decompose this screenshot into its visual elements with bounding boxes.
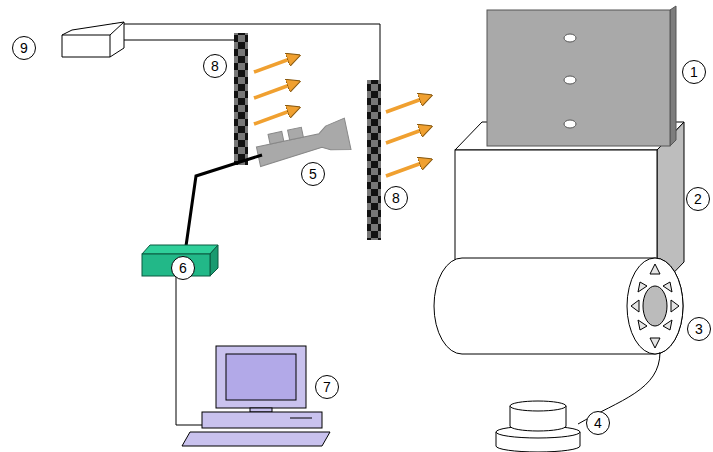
computer — [182, 346, 330, 446]
data-cable — [176, 276, 204, 425]
callout-text: 8 — [392, 191, 400, 205]
callout-number: 2 — [686, 187, 710, 211]
callout-number: 8 — [203, 54, 227, 78]
callout-number: 4 — [586, 411, 610, 435]
callout-text: 8 — [211, 59, 219, 73]
callout-text: 6 — [179, 261, 187, 275]
callout-number: 1 — [682, 60, 706, 84]
light-arrows — [254, 56, 430, 176]
controller-box — [62, 22, 124, 57]
callout-number: 8 — [384, 186, 408, 210]
callout-text: 5 — [309, 167, 317, 181]
callout-text: 7 — [323, 380, 331, 394]
callout-text: 4 — [594, 416, 602, 430]
callout-number: 9 — [12, 36, 36, 60]
frame-grabber — [142, 245, 218, 276]
callout-number: 3 — [687, 317, 711, 341]
light-bar — [367, 80, 381, 240]
callout-number: 6 — [171, 256, 195, 280]
callout-text: 1 — [690, 65, 698, 79]
callout-text: 3 — [695, 322, 703, 336]
callout-number: 5 — [301, 162, 325, 186]
test-plate — [487, 6, 676, 146]
callout-number: 7 — [315, 375, 339, 399]
light-bar — [234, 33, 248, 165]
camera — [254, 118, 351, 168]
drum-cylinder — [434, 258, 683, 354]
callout-text: 2 — [694, 192, 702, 206]
motor — [496, 401, 580, 452]
callout-text: 9 — [20, 41, 28, 55]
camera-cable — [186, 155, 262, 246]
